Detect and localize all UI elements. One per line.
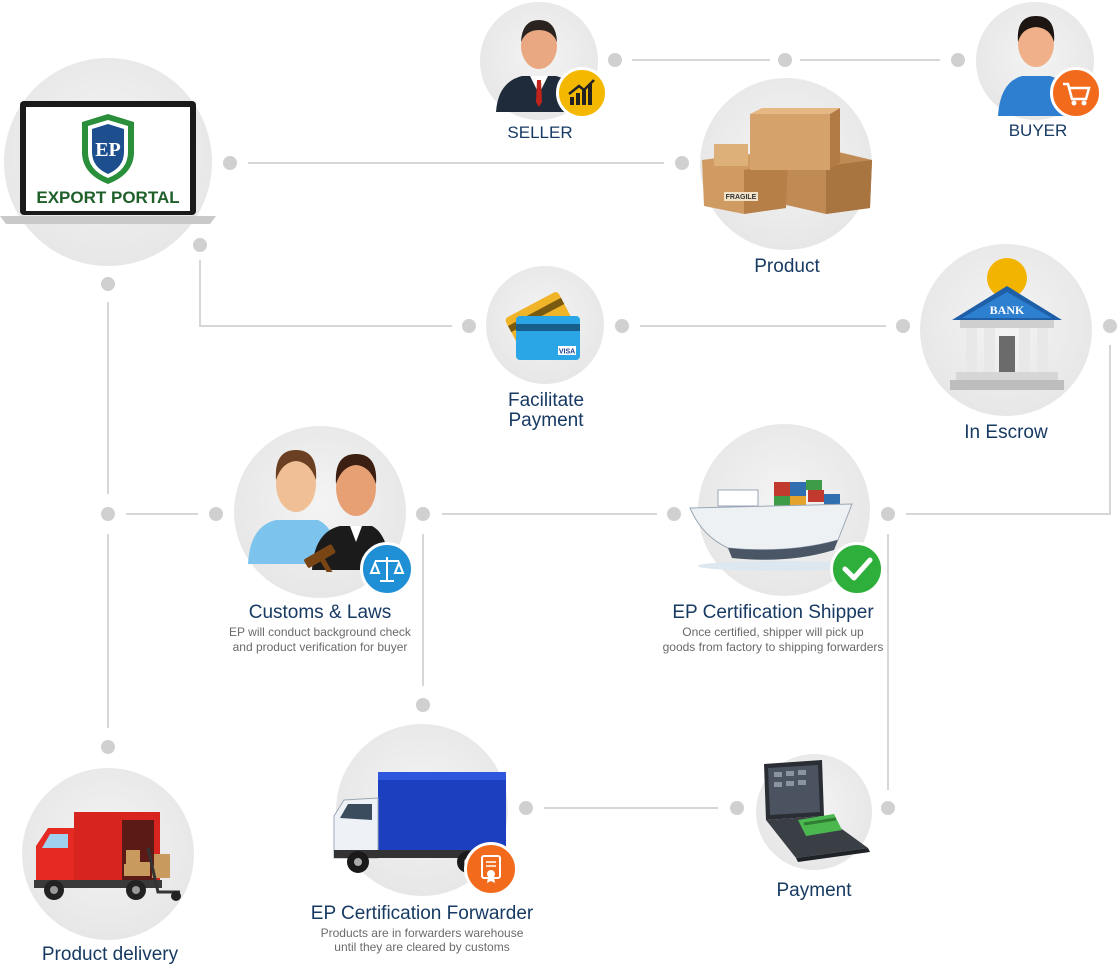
delivery-label: Product delivery [41,944,179,965]
checkmark-icon [830,542,884,596]
customs-desc-line1: EP will conduct background check [229,625,411,639]
buyer-label: BUYER [1008,121,1068,140]
cardboard-boxes-icon: FRAGILE [702,108,872,214]
payment-label: Payment [776,880,852,901]
product-label: Product [754,256,820,277]
fragile-label: FRAGILE [726,194,757,201]
visa-label: VISA [559,349,575,356]
cargo-ship-icon [689,480,858,571]
escrow-label: In Escrow [964,422,1048,443]
customs-desc-line2: and product verification for buyer [232,640,408,654]
bank-building-icon: BANK [950,258,1064,390]
bank-sign: BANK [990,303,1025,317]
shopping-cart-icon [1050,67,1102,119]
forwarder-desc-line1: Products are in forwarders warehouse [320,926,524,940]
shipper-label: EP Certification Shipper [672,602,874,623]
facilitate-payment-label-line2: Payment [508,410,584,431]
forwarder-desc-line2: until they are cleared by customs [334,940,510,954]
red-delivery-truck-icon [34,812,181,901]
forwarder-label: EP Certification Forwarder [310,903,534,924]
seller-label: SELLER [507,123,573,142]
growth-chart-icon [556,67,608,119]
shipper-desc-line1: Once certified, shipper will pick up [682,625,864,639]
customs-label: Customs & Laws [248,602,392,623]
certificate-icon [464,842,518,896]
laptop-payment-icon [764,760,870,862]
logo-text: EXPORT PORTAL [36,188,180,207]
people-with-judge-icon [248,450,390,572]
credit-cards-icon: VISA [505,292,580,360]
blue-truck-icon [333,772,506,873]
shipper-desc-line2: goods from factory to shipping forwarder… [662,640,884,654]
logo-monogram: EP [95,139,121,161]
laptop-with-shield-logo: EP [0,101,216,224]
scales-icon [360,542,414,596]
facilitate-payment-label-line1: Facilitate [507,390,585,411]
